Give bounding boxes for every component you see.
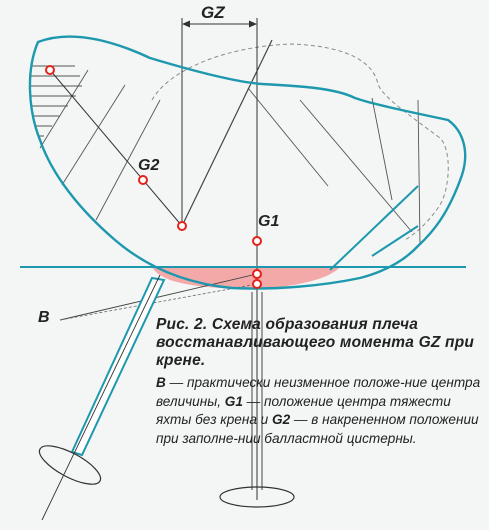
gz-arrow-head-left <box>182 20 190 28</box>
caption-g2-text: — в накрененном положении при заполне-ни… <box>156 412 479 446</box>
g-line <box>49 69 183 227</box>
caption-body: B — практически неизменное положе-ние це… <box>156 374 482 448</box>
keel-bulb-upright <box>219 486 295 508</box>
keel-bulb-heeled <box>38 445 102 485</box>
keel-heeled-centerline <box>41 274 161 521</box>
g2-label: G2 <box>138 157 159 174</box>
b-line-upper <box>59 273 258 321</box>
caption-b-key: B <box>156 375 166 390</box>
b-marker-lower <box>252 279 262 289</box>
hull-inner-line <box>329 185 419 271</box>
g2-marker <box>138 175 148 185</box>
hull-inner-line-2 <box>371 225 419 257</box>
g1-label: G1 <box>258 213 279 230</box>
gz-label: GZ <box>201 3 225 22</box>
b-marker-upper <box>252 269 262 279</box>
caption-g1-text: — положение центра тяжести яхты без крен… <box>156 393 451 428</box>
caption-title: Рис. 2. Схема образования плеча восстана… <box>156 316 475 369</box>
z-marker <box>177 221 187 231</box>
g1-marker <box>252 236 262 246</box>
hull-interior-lines <box>39 69 421 246</box>
heeled-hull-outline <box>28 35 467 290</box>
caption-b-text: — практически неизменное положе-ние цент… <box>156 375 481 409</box>
gz-arrow-head-right <box>249 20 257 28</box>
figure-caption: Рис. 2. Схема образования плеча восстана… <box>156 316 482 448</box>
caption-g2-key: G2 <box>272 412 291 428</box>
tank-g-marker <box>45 65 55 75</box>
b-label: B <box>38 309 50 326</box>
heeled-tank-hatching <box>30 65 82 137</box>
caption-g1-key: G1 <box>224 393 243 409</box>
heeled-mast <box>181 39 273 227</box>
b-line-lower <box>59 283 258 321</box>
upright-hull-outline <box>151 43 449 241</box>
